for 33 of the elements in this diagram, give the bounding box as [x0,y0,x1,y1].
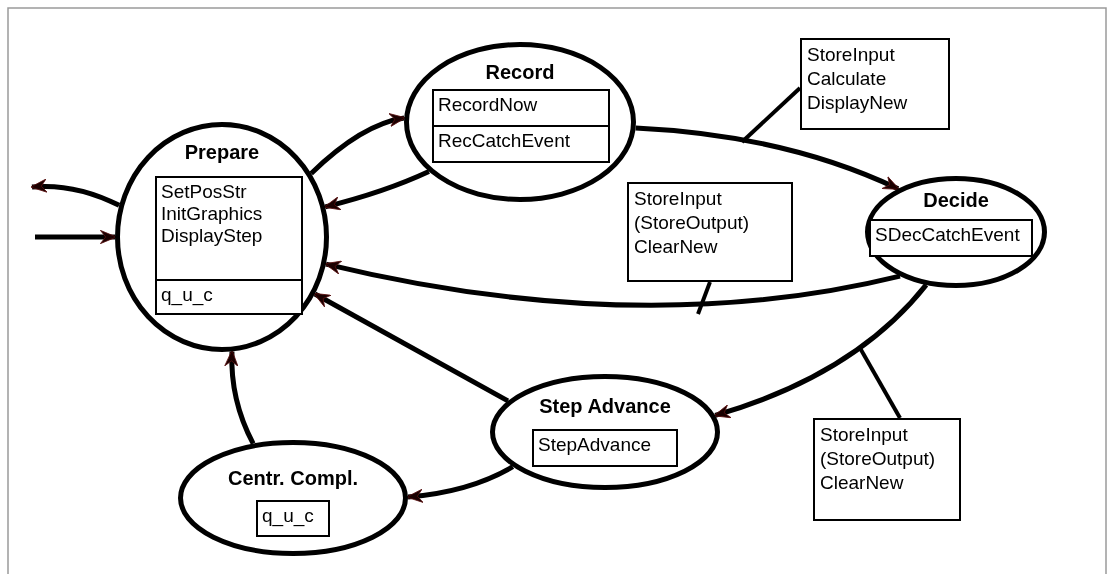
action-list: RecordNow [432,89,610,127]
action-list: StepAdvance [532,429,678,467]
action-list: q_u_c [256,500,330,537]
state-title: Step Advance [539,395,671,417]
leader-line [858,347,902,419]
state-title: Prepare [184,141,260,163]
action-list: q_u_c [155,279,303,315]
action-list: SDecCatchEvent [869,219,1033,257]
action-list: SetPosStr InitGraphics DisplayStep [155,176,303,281]
state-ellipse [404,42,636,202]
arrow [406,464,515,503]
action-note: StoreInput (StoreOutput) ClearNew [627,182,793,282]
leader-line [696,281,712,315]
arrow [713,283,929,418]
arrow [323,169,430,211]
arrow [309,113,406,176]
state-title: Centr. Compl. [228,467,358,489]
leader-line [740,86,802,144]
state-ellipse [115,122,329,352]
arrow [224,349,256,445]
arrow [313,291,510,404]
state-ellipse [178,440,408,556]
state-ellipse [490,374,720,490]
action-note: StoreInput (StoreOutput) ClearNew [813,418,961,521]
arrow [30,178,121,208]
arrow [324,260,901,308]
arrow [35,229,117,245]
state-title: Decide [923,189,989,211]
action-note: StoreInput Calculate DisplayNew [800,38,950,130]
arrow [635,125,900,192]
action-list: RecCatchEvent [432,125,610,163]
state-ellipse [865,176,1047,288]
state-title: Record [485,61,555,83]
